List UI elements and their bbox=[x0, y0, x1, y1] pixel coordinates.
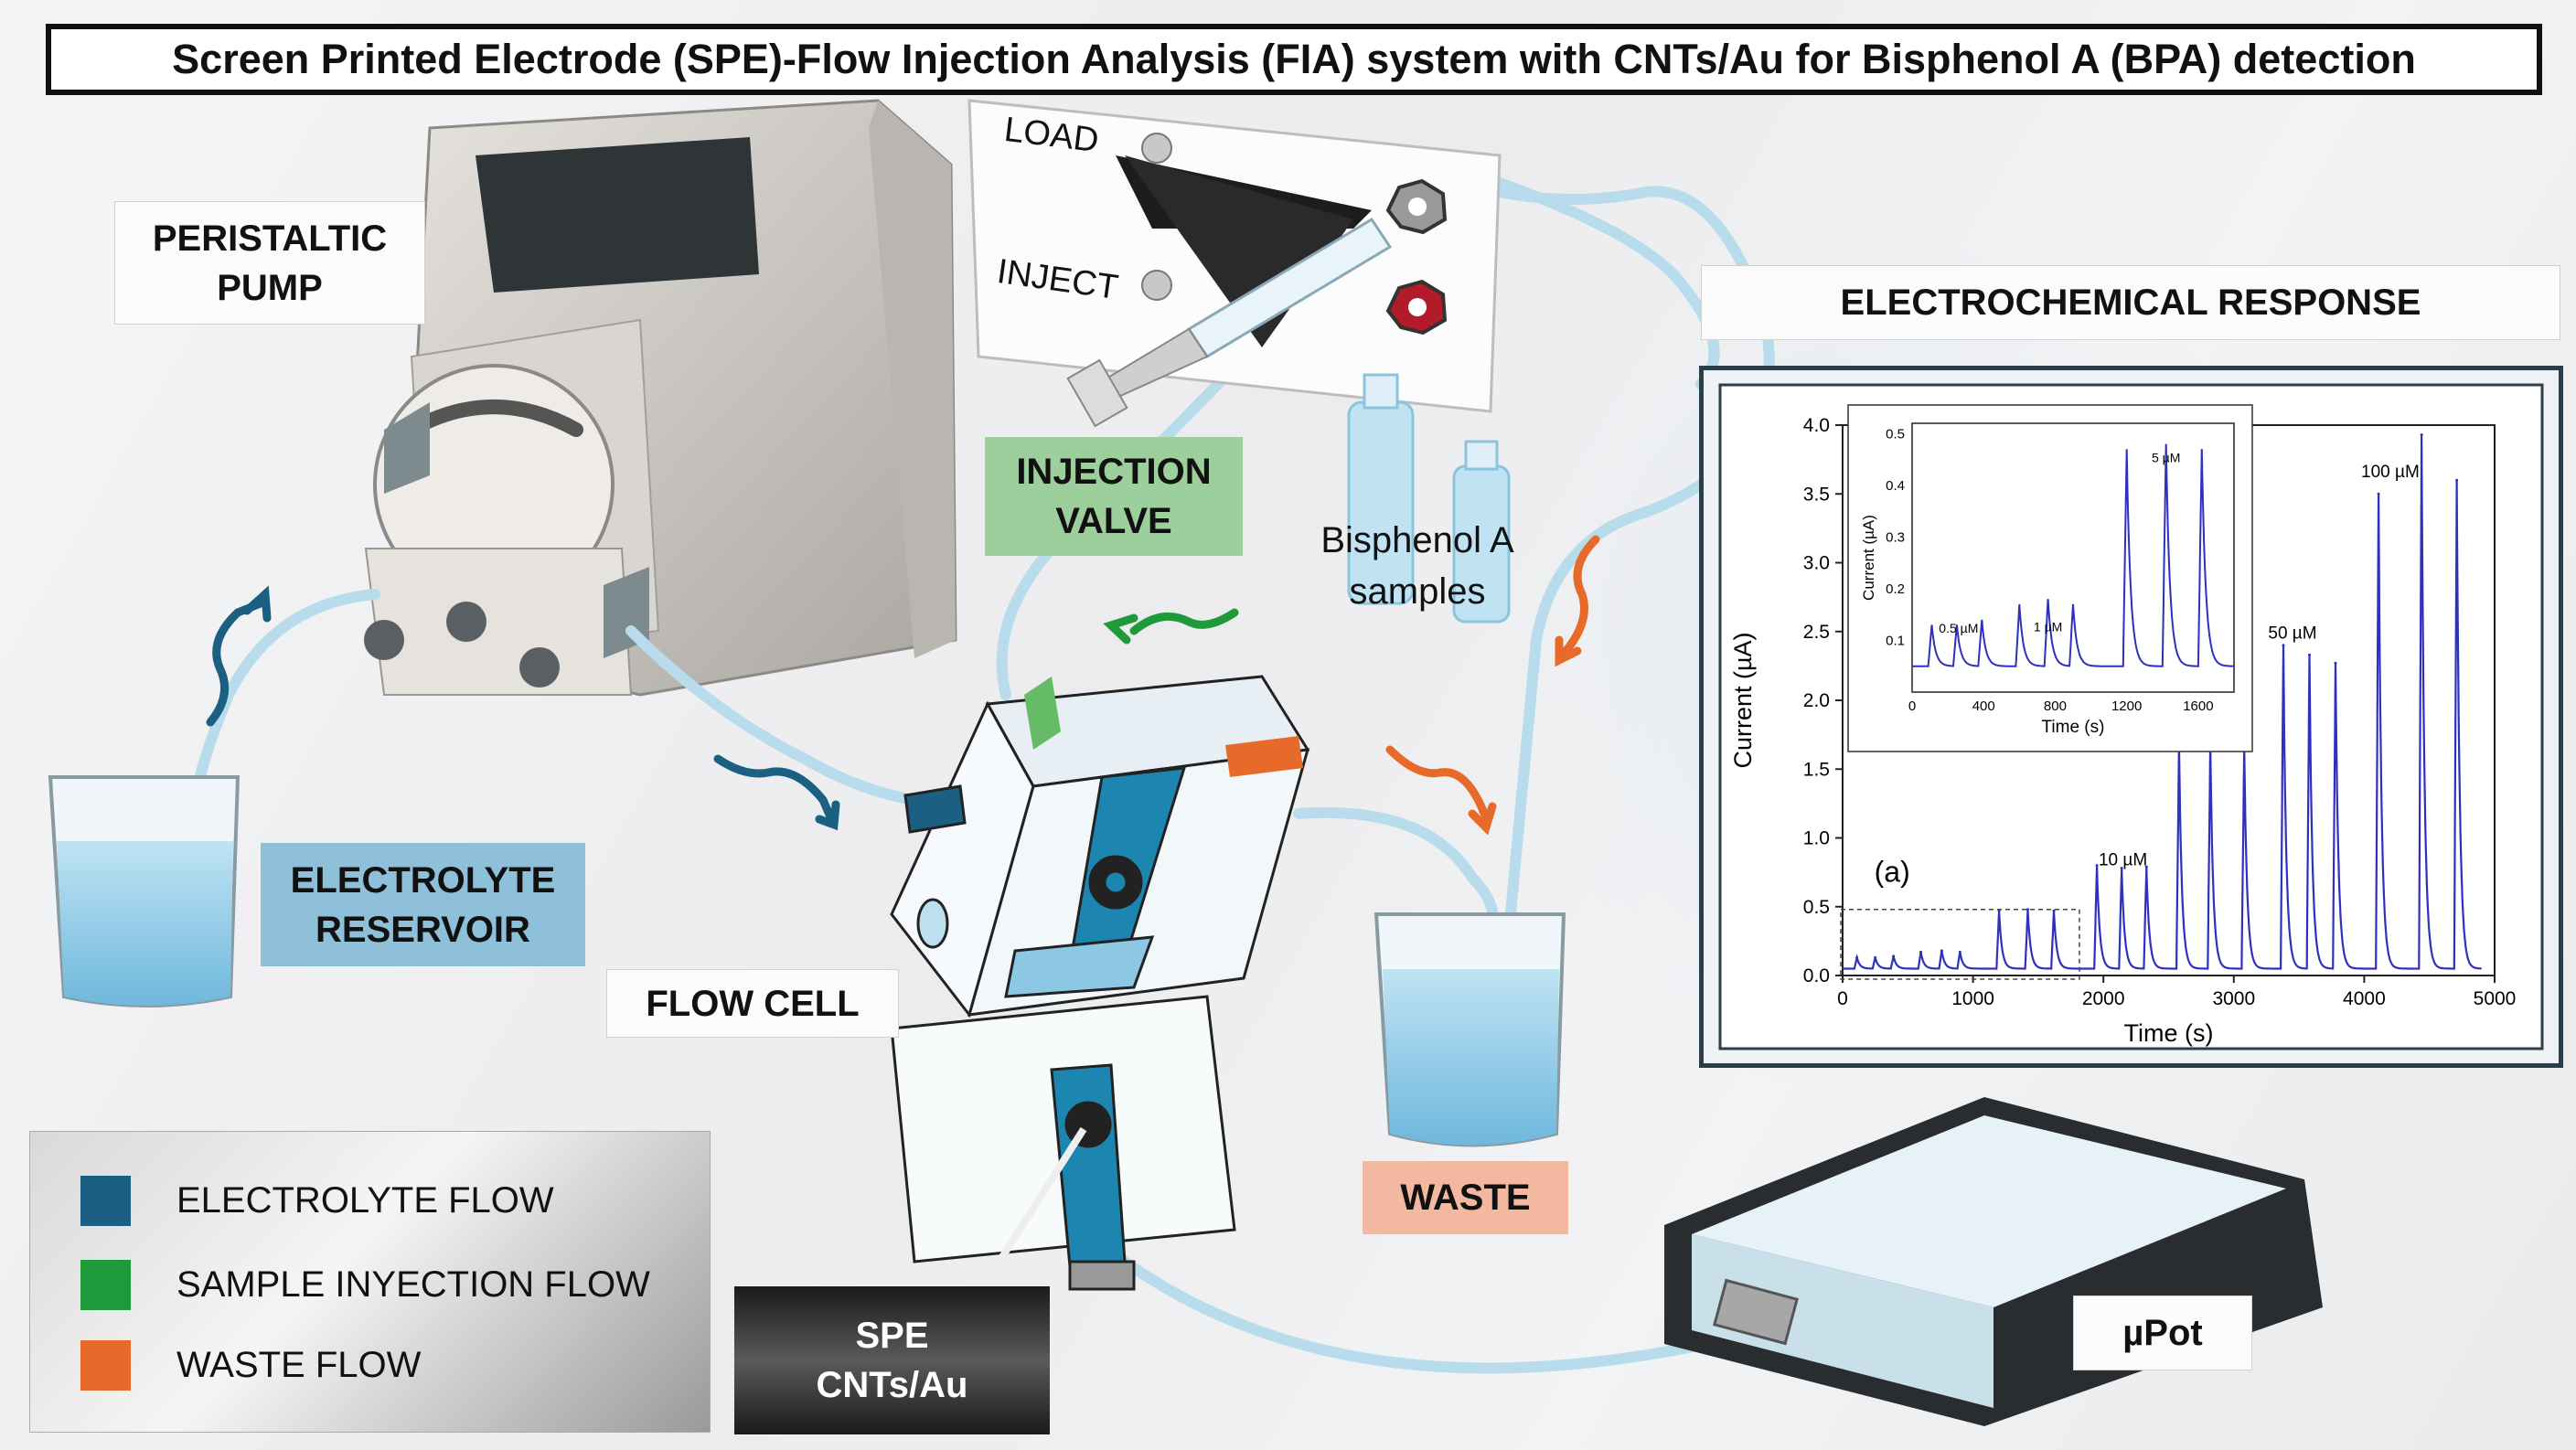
inset-x-tick-label: 800 bbox=[2044, 698, 2067, 714]
injection-valve-icon bbox=[967, 99, 1502, 428]
x-tick-label: 5000 bbox=[2474, 988, 2517, 1009]
peak-point bbox=[1997, 909, 2001, 912]
peak-point bbox=[1874, 955, 1877, 959]
page-title: Screen Printed Electrode (SPE)-Flow Inje… bbox=[46, 24, 2542, 95]
flow-legend: ELECTROLYTE FLOW SAMPLE INYECTION FLOW W… bbox=[29, 1131, 711, 1433]
y-tick-label: 0.0 bbox=[1803, 965, 1830, 986]
inset-y-tick-label: 0.3 bbox=[1886, 529, 1905, 545]
inset-annotation: 5 µM bbox=[2152, 450, 2180, 464]
sample-bottles-icon bbox=[1347, 373, 1511, 624]
electrolyte-beaker-icon bbox=[48, 775, 240, 1008]
y-tick-label: 3.0 bbox=[1803, 553, 1830, 574]
waste-beaker-icon bbox=[1374, 912, 1566, 1147]
peak-point bbox=[2334, 661, 2337, 665]
flow-arrows bbox=[206, 535, 1600, 836]
x-tick-label: 2000 bbox=[2082, 988, 2125, 1009]
inset-region-box bbox=[1840, 909, 2080, 980]
inset-x-tick-label: 1200 bbox=[2111, 698, 2142, 714]
inset-annotation: 0.5 µM bbox=[1939, 621, 1978, 635]
y-tick-label: 1.0 bbox=[1803, 828, 1830, 849]
spe-pointer bbox=[984, 1126, 1087, 1283]
current-trace bbox=[1843, 434, 2482, 970]
peak-point bbox=[2026, 908, 2029, 912]
peak-point bbox=[2420, 433, 2423, 437]
samples-line-1: Bisphenol A bbox=[1320, 520, 1514, 560]
legend-item-electrolyte: ELECTROLYTE FLOW bbox=[80, 1176, 554, 1226]
peristaltic-pump-label: PERISTALTIC PUMP bbox=[114, 201, 425, 325]
x-tick-label: 3000 bbox=[2212, 988, 2255, 1009]
inset-annotation: 1 µM bbox=[2034, 619, 2062, 634]
peak-point bbox=[2095, 864, 2099, 868]
upot-label: µPot bbox=[2073, 1295, 2252, 1370]
flow-cell-icon bbox=[890, 675, 1310, 1291]
x-tick-label: 0 bbox=[1837, 988, 1848, 1009]
electrochemical-response-label: ELECTROCHEMICAL RESPONSE bbox=[1701, 265, 2560, 340]
samples-line-2: samples bbox=[1349, 571, 1486, 612]
waste-label: WASTE bbox=[1363, 1161, 1568, 1234]
chart-annotation: 50 µM bbox=[2268, 624, 2316, 643]
electrolyte-reservoir-label: ELECTROLYTE RESERVOIR bbox=[261, 843, 585, 966]
inset-x-axis-label: Time (s) bbox=[2042, 718, 2105, 737]
legend-label-electrolyte: ELECTROLYTE FLOW bbox=[176, 1180, 554, 1221]
inset-y-tick-label: 0.5 bbox=[1886, 426, 1905, 442]
y-tick-label: 2.0 bbox=[1803, 690, 1830, 711]
spe-label-sub: CNTs/Au bbox=[816, 1365, 968, 1405]
peristaltic-pump-icon bbox=[364, 99, 957, 697]
inset-x-tick-label: 0 bbox=[1908, 698, 1916, 714]
inset-y-tick-label: 0.4 bbox=[1886, 478, 1905, 494]
chart-annotation: (a) bbox=[1875, 856, 1910, 889]
inset-y-tick-label: 0.2 bbox=[1886, 581, 1905, 597]
x-tick-label: 1000 bbox=[1951, 988, 1994, 1009]
y-tick-label: 1.5 bbox=[1803, 759, 1830, 780]
inset-x-tick-label: 400 bbox=[1972, 698, 1995, 714]
peak-point bbox=[2052, 909, 2056, 912]
legend-swatch-sample bbox=[80, 1260, 131, 1310]
y-tick-label: 0.5 bbox=[1803, 897, 1830, 918]
potentiostat-icon bbox=[1664, 1097, 2323, 1426]
legend-label-waste: WASTE FLOW bbox=[176, 1345, 422, 1385]
flow-cell-label: FLOW CELL bbox=[606, 969, 899, 1038]
legend-item-waste: WASTE FLOW bbox=[80, 1340, 421, 1391]
chart-annotation: 100 µM bbox=[2361, 463, 2420, 482]
peak-point bbox=[1919, 950, 1923, 954]
chart-annotation: 10 µM bbox=[2099, 851, 2147, 870]
bisphenol-samples-label: Bisphenol A samples bbox=[1303, 515, 1532, 617]
peak-point bbox=[1855, 955, 1859, 959]
legend-item-sample: SAMPLE INYECTION FLOW bbox=[80, 1260, 650, 1310]
inset-frame bbox=[1911, 422, 2235, 693]
peak-point bbox=[2377, 492, 2380, 496]
peak-point bbox=[2120, 867, 2123, 870]
x-axis-label: Time (s) bbox=[2124, 1019, 2214, 1047]
y-axis-label: Current (µA) bbox=[1729, 632, 1757, 768]
inset-panel bbox=[1847, 404, 2253, 752]
inset-y-tick-label: 0.1 bbox=[1886, 633, 1905, 648]
y-tick-label: 4.0 bbox=[1803, 415, 1830, 436]
spe-label: SPE CNTs/Au bbox=[734, 1286, 1050, 1434]
spe-label-title: SPE bbox=[855, 1316, 929, 1356]
peak-point bbox=[2144, 865, 2148, 869]
peak-point bbox=[1958, 950, 1961, 954]
peak-point bbox=[2282, 644, 2285, 647]
y-tick-label: 3.5 bbox=[1803, 484, 1830, 505]
peak-point bbox=[1940, 949, 1943, 953]
inset-x-tick-label: 1600 bbox=[2183, 698, 2213, 714]
inset-y-axis-label: Current (µA) bbox=[1860, 515, 1877, 601]
legend-swatch-waste bbox=[80, 1340, 131, 1391]
legend-label-sample: SAMPLE INYECTION FLOW bbox=[176, 1264, 650, 1305]
legend-swatch-electrolyte bbox=[80, 1176, 131, 1226]
inset-current-trace bbox=[1912, 443, 2234, 667]
y-tick-label: 2.5 bbox=[1803, 622, 1830, 643]
peak-point bbox=[2308, 653, 2312, 656]
peak-point bbox=[1892, 954, 1896, 958]
x-tick-label: 4000 bbox=[2343, 988, 2386, 1009]
peak-point bbox=[2455, 478, 2459, 482]
injection-valve-label: INJECTION VALVE bbox=[985, 437, 1243, 556]
